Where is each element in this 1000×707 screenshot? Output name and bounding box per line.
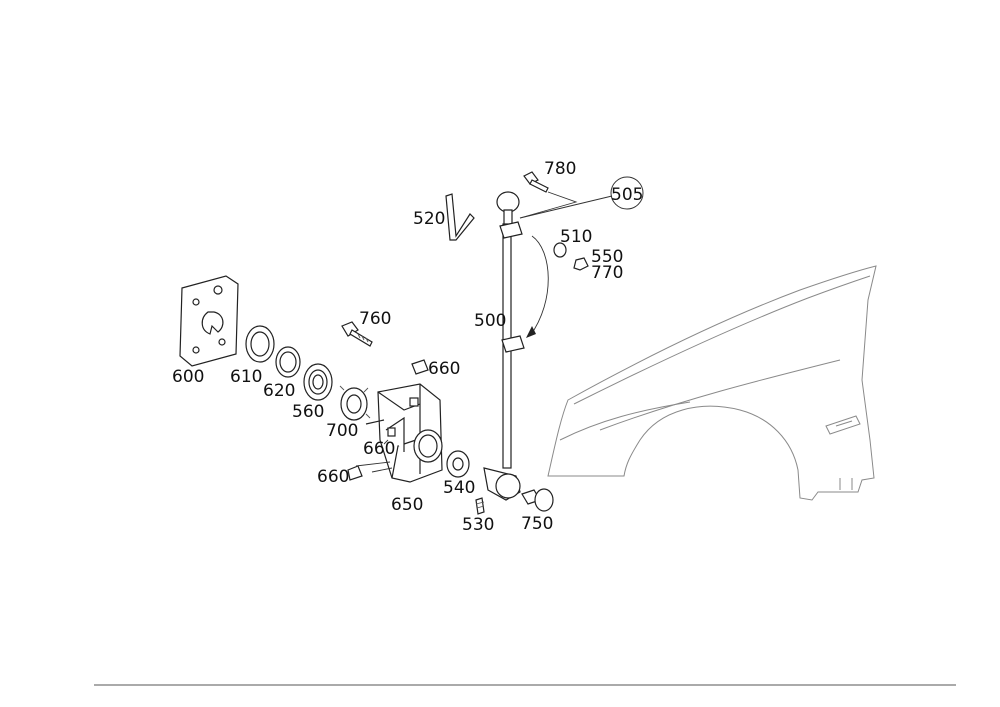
part-610-ring[interactable]: [245, 325, 275, 363]
part-600-plate[interactable]: [179, 275, 239, 367]
label-660-mid: 660: [363, 439, 395, 459]
part-520-bracket[interactable]: [445, 193, 475, 241]
label-510: 510: [560, 227, 592, 247]
label-700: 700: [326, 421, 358, 441]
part-750-cap[interactable]: [521, 488, 554, 512]
label-770: 770: [591, 263, 623, 283]
label-610: 610: [230, 367, 262, 387]
part-700-gear[interactable]: [339, 385, 371, 421]
part-560-bearing[interactable]: [303, 363, 333, 401]
label-600: 600: [172, 367, 204, 387]
label-530: 530: [462, 515, 494, 535]
callout-505-circle: [610, 176, 644, 210]
part-550-nut[interactable]: [573, 257, 589, 271]
label-560: 560: [292, 402, 324, 422]
part-780-screw[interactable]: [523, 171, 549, 193]
part-650-housing[interactable]: [377, 383, 443, 483]
part-660-clip-low[interactable]: [347, 465, 363, 481]
part-760-bolt[interactable]: [341, 321, 373, 347]
label-780: 780: [544, 159, 576, 179]
fender-outline: [547, 265, 877, 501]
part-500-lever[interactable]: [483, 191, 525, 501]
label-540: 540: [443, 478, 475, 498]
label-660-low: 660: [317, 467, 349, 487]
leader-lines: [355, 191, 613, 473]
label-750: 750: [521, 514, 553, 534]
label-620: 620: [263, 381, 295, 401]
label-520: 520: [413, 209, 445, 229]
label-660-top: 660: [428, 359, 460, 379]
label-760: 760: [359, 309, 391, 329]
label-550: 550: [591, 247, 623, 267]
part-510-bushing[interactable]: [553, 242, 567, 258]
label-505: 505: [611, 185, 643, 205]
part-660-clip-mid[interactable]: [365, 419, 385, 425]
label-500: 500: [474, 311, 506, 331]
assembly-arrow: [526, 235, 549, 338]
part-660-clip-top[interactable]: [411, 359, 429, 375]
part-530-spring[interactable]: [475, 497, 485, 515]
label-650: 650: [391, 495, 423, 515]
part-540-washer[interactable]: [446, 450, 470, 478]
part-620-seal[interactable]: [275, 346, 301, 378]
